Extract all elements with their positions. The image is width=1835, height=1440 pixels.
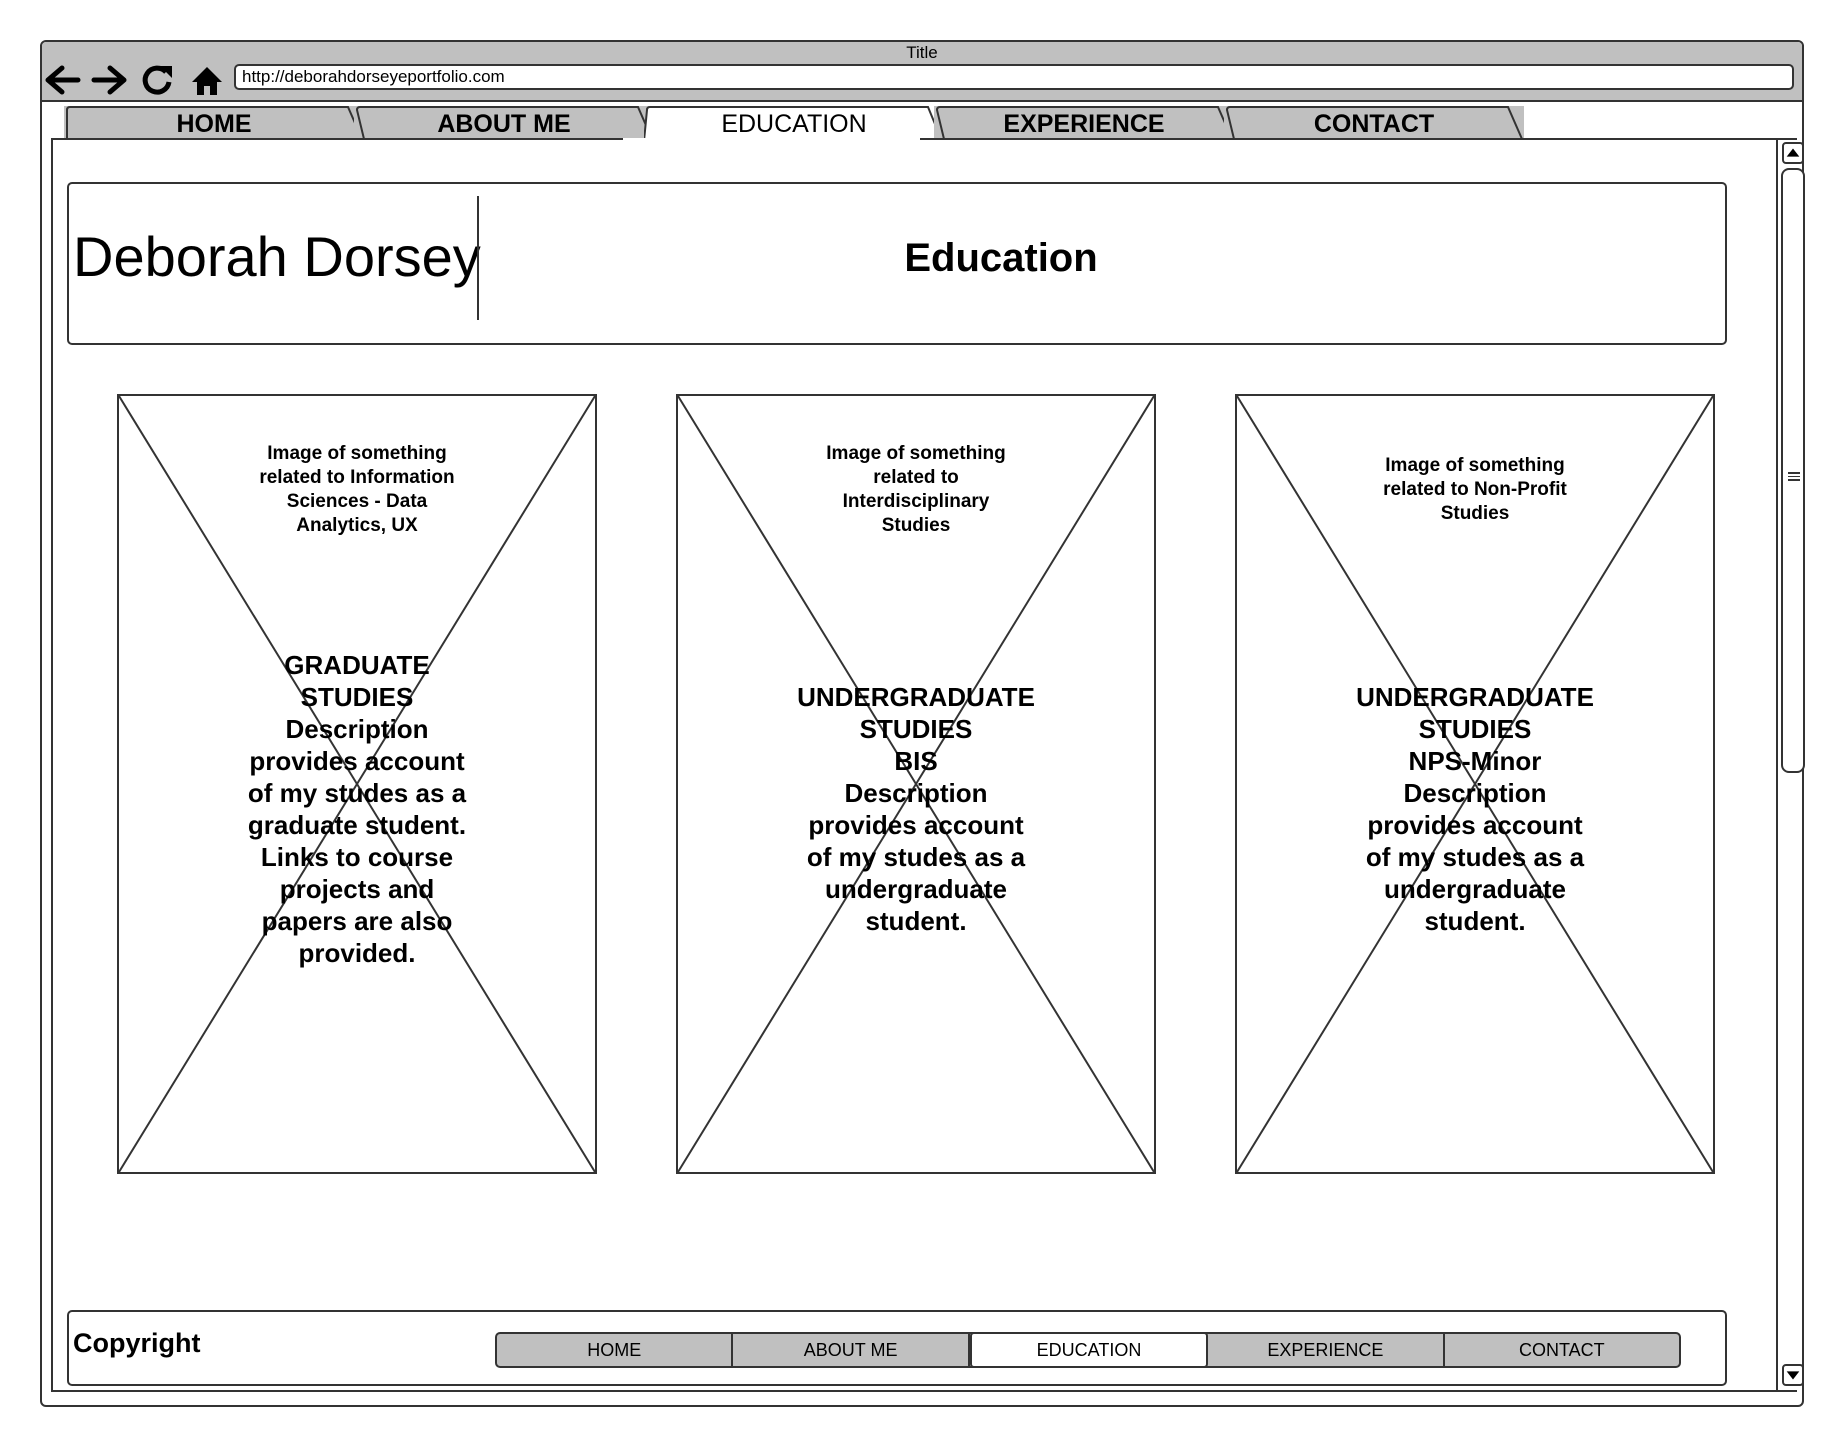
footer-link-education[interactable]: EDUCATION: [969, 1332, 1209, 1368]
arrow-right-icon[interactable]: [90, 62, 128, 98]
tab-label: EXPERIENCE: [1003, 110, 1165, 138]
image-caption: Image of something related to Interdisci…: [826, 443, 1006, 536]
browser-window: Title http://deborahdorseyeportfolio.com…: [40, 40, 1806, 1407]
window-title: Title: [906, 43, 938, 62]
card-graduate-studies: Image of something related to Informatio…: [117, 394, 597, 1174]
triangle-down-icon[interactable]: [1782, 1364, 1804, 1386]
content-border-right: [920, 138, 1797, 140]
vertical-scrollbar[interactable]: [1776, 138, 1806, 1392]
title-bar: Title http://deborahdorseyeportfolio.com: [42, 42, 1802, 102]
footer: Copyright HOME ABOUT ME EDUCATION EXPERI…: [67, 1310, 1727, 1386]
site-owner-name: Deborah Dorsey: [73, 225, 481, 288]
image-caption: Image of something related to Informatio…: [259, 443, 455, 536]
card-description: UNDERGRADUATE STUDIES NPS-Minor Descript…: [1356, 682, 1594, 936]
footer-link-contact[interactable]: CONTACT: [1518, 1340, 1605, 1360]
header-divider: [477, 196, 479, 320]
card-description: GRADUATE STUDIES Description provides ac…: [247, 650, 467, 968]
home-icon[interactable]: [188, 62, 226, 98]
image-placeholder-icon: [678, 396, 1154, 1172]
footer-nav: HOME ABOUT ME EDUCATION EXPERIENCE CONTA…: [495, 1332, 1681, 1368]
tab-education[interactable]: EDUCATION: [644, 106, 944, 140]
scroll-thumb[interactable]: [1781, 168, 1805, 773]
card-undergraduate-bis: Image of something related to Interdisci…: [676, 394, 1156, 1174]
reload-icon[interactable]: [138, 62, 176, 98]
tab-contact[interactable]: CONTACT: [1224, 106, 1524, 140]
tab-label: HOME: [176, 110, 252, 138]
tab-experience[interactable]: EXPERIENCE: [934, 106, 1234, 140]
image-placeholder-icon: [119, 396, 595, 1172]
grip-icon: [1788, 472, 1800, 483]
footer-link-home[interactable]: HOME: [497, 1334, 734, 1366]
tab-home[interactable]: HOME: [64, 106, 364, 140]
content-border-left: [51, 138, 623, 140]
tab-bar: HOME ABOUT ME EDUCATION EXPERIENCE CONTA…: [64, 106, 1614, 140]
tab-label: CONTACT: [1313, 110, 1435, 138]
card-description: UNDERGRADUATE STUDIES BIS Description pr…: [797, 682, 1035, 936]
tab-label: ABOUT ME: [437, 110, 571, 138]
image-placeholder-icon: [1237, 396, 1713, 1172]
image-caption: Image of something related to Non-Profit…: [1383, 455, 1567, 524]
tab-label: EDUCATION: [721, 110, 867, 138]
tab-about-me[interactable]: ABOUT ME: [354, 106, 654, 140]
card-undergraduate-nps: Image of something related to Non-Profit…: [1235, 394, 1715, 1174]
url-bar[interactable]: http://deborahdorseyeportfolio.com: [234, 64, 1794, 90]
footer-link-about-me[interactable]: ABOUT ME: [733, 1334, 970, 1366]
header-panel: Deborah Dorsey Education: [67, 182, 1727, 345]
triangle-up-icon[interactable]: [1782, 142, 1804, 164]
copyright-text: Copyright: [73, 1328, 201, 1358]
arrow-left-icon[interactable]: [44, 62, 82, 98]
footer-link-experience[interactable]: EXPERIENCE: [1208, 1334, 1445, 1366]
page-title: Education: [904, 236, 1098, 280]
